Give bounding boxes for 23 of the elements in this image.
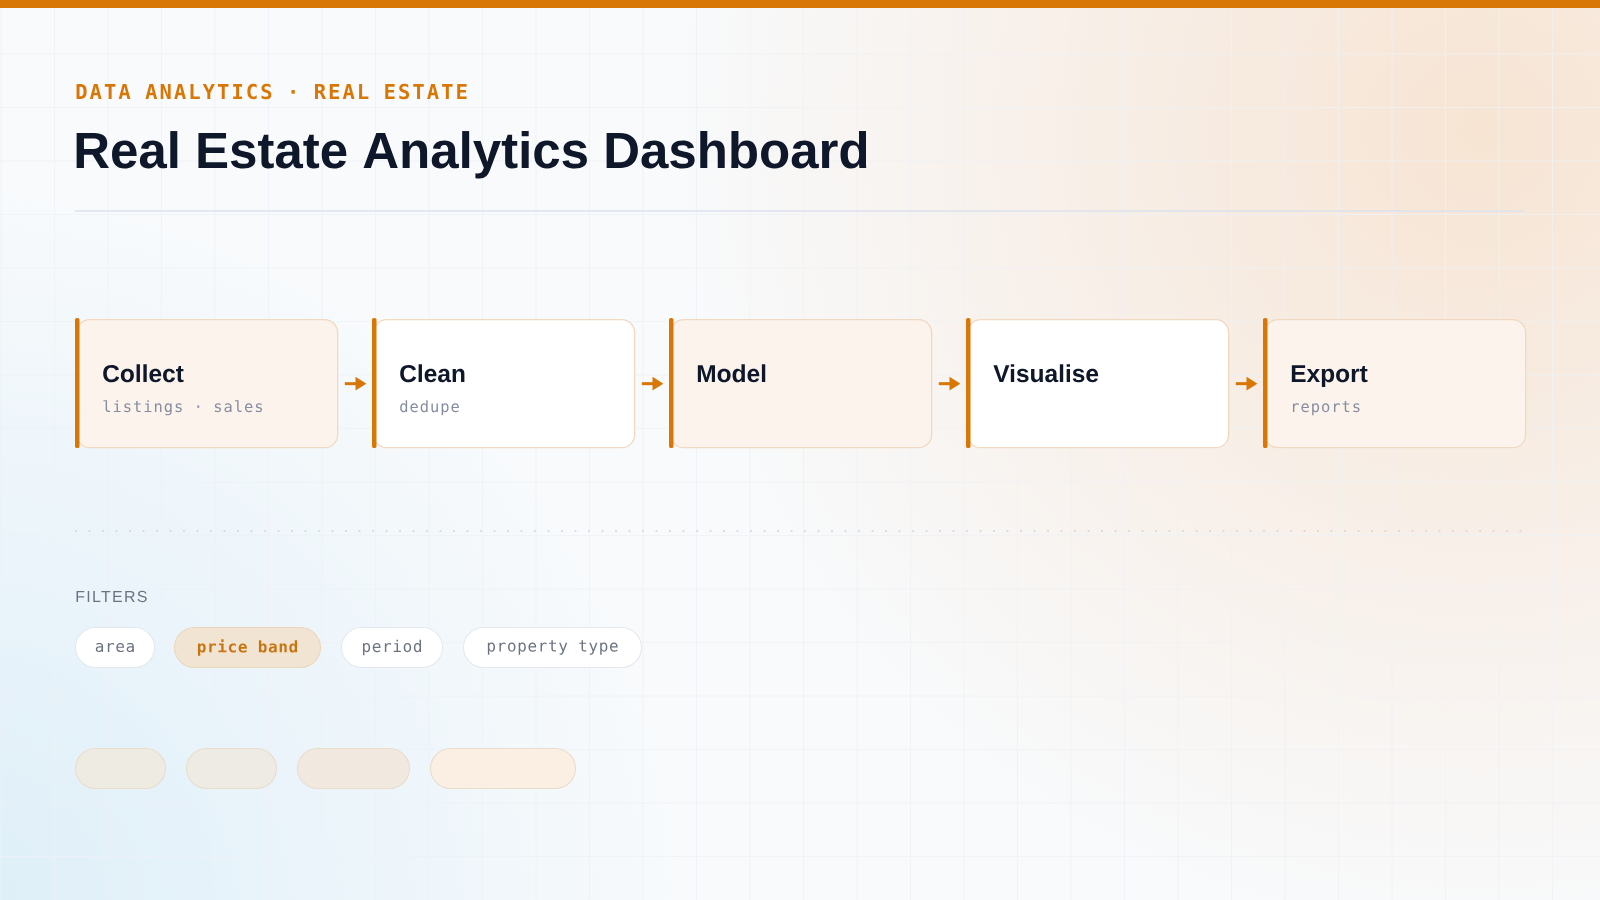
stage-title: Export: [1291, 365, 1368, 388]
stage-card: [75, 318, 339, 449]
stage-title: Model: [697, 364, 766, 383]
eyebrow-label: DATA ANALYTICS · REAL ESTATE: [76, 83, 467, 100]
stage-card: [372, 318, 636, 449]
stage-card: [1263, 318, 1527, 449]
tag-pill: [186, 748, 277, 789]
filter-chip: period: [341, 627, 443, 668]
stage-subtitle: listings · sales: [103, 400, 263, 416]
stage-card: [669, 318, 933, 449]
stage-subtitle: reports: [1292, 401, 1360, 416]
tag-pill: [75, 748, 166, 789]
title: Real Estate Analytics Dashboard: [76, 131, 867, 179]
filter-chip: price band: [174, 627, 321, 668]
stage-card: [966, 318, 1230, 449]
stage-title: Clean: [400, 364, 465, 383]
stage-subtitle: dedupe: [400, 400, 459, 416]
stage-title: Collect: [103, 364, 184, 383]
tag-pill: [297, 748, 410, 789]
tag-pill: [430, 748, 576, 789]
stage-title: Visualise: [993, 364, 1099, 383]
section-label: FILTERS: [76, 590, 147, 603]
filter-chip: property type: [463, 627, 642, 668]
